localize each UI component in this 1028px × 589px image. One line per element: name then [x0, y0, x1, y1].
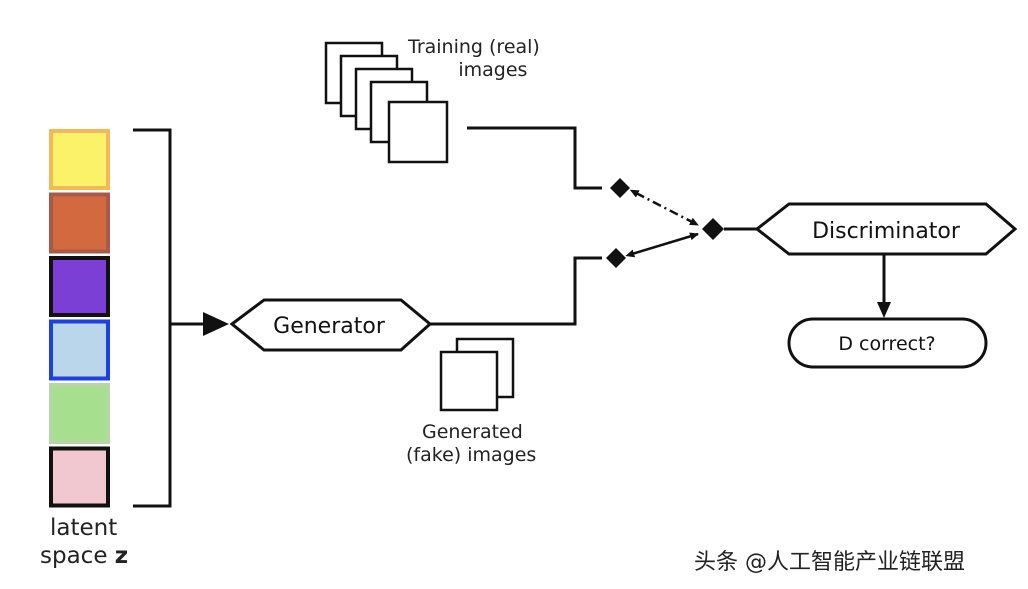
latent-cell-2: [49, 192, 110, 254]
latent-vector: [49, 129, 110, 508]
real-sample-arrow: [629, 189, 699, 227]
training-images-label: Training (real) images: [408, 36, 540, 82]
generator-output-line: [430, 256, 602, 326]
latent-variable-z: z: [114, 542, 129, 569]
training-label-line2: images: [458, 58, 528, 81]
generated-images-label: Generated (fake) images: [406, 421, 536, 467]
generated-images-stack: [439, 337, 515, 412]
latent-cell-1: [49, 129, 110, 190]
watermark: 头条 @人工智能产业链联盟: [694, 550, 965, 575]
training-images-stack: [324, 41, 449, 164]
latent-label-prefix: space: [40, 542, 115, 569]
latent-to-generator-arrowhead: [203, 312, 229, 336]
decision-label: D correct?: [838, 333, 935, 355]
generated-label-line2: (fake) images: [406, 443, 537, 466]
training-label-line1: Training (real): [408, 36, 540, 58]
latent-label-line1: latent: [50, 515, 118, 541]
latent-cell-5: [49, 383, 110, 444]
generator-node: Generator: [229, 298, 433, 352]
generator-label: Generator: [273, 314, 386, 339]
discriminator-to-decision-arrowhead: [877, 302, 891, 318]
latent-cell-6: [49, 446, 110, 508]
discriminator-node: Discriminator: [754, 202, 1018, 256]
discriminator-label: Discriminator: [812, 219, 961, 244]
latent-cell-4: [49, 319, 110, 381]
generated-label-line1: Generated: [422, 421, 523, 443]
training-output-line: [467, 126, 602, 190]
fake-sample-arrow: [625, 232, 699, 258]
latent-space-label: latent space z: [40, 515, 128, 570]
fake-junction-diamond: [606, 248, 626, 268]
decision-node: D correct?: [787, 317, 988, 369]
discriminator-input-diamond: [702, 218, 724, 240]
real-junction-diamond: [610, 178, 630, 198]
latent-bracket: [133, 128, 172, 508]
latent-label-line2: space z: [40, 543, 128, 571]
latent-cell-3: [49, 256, 110, 317]
